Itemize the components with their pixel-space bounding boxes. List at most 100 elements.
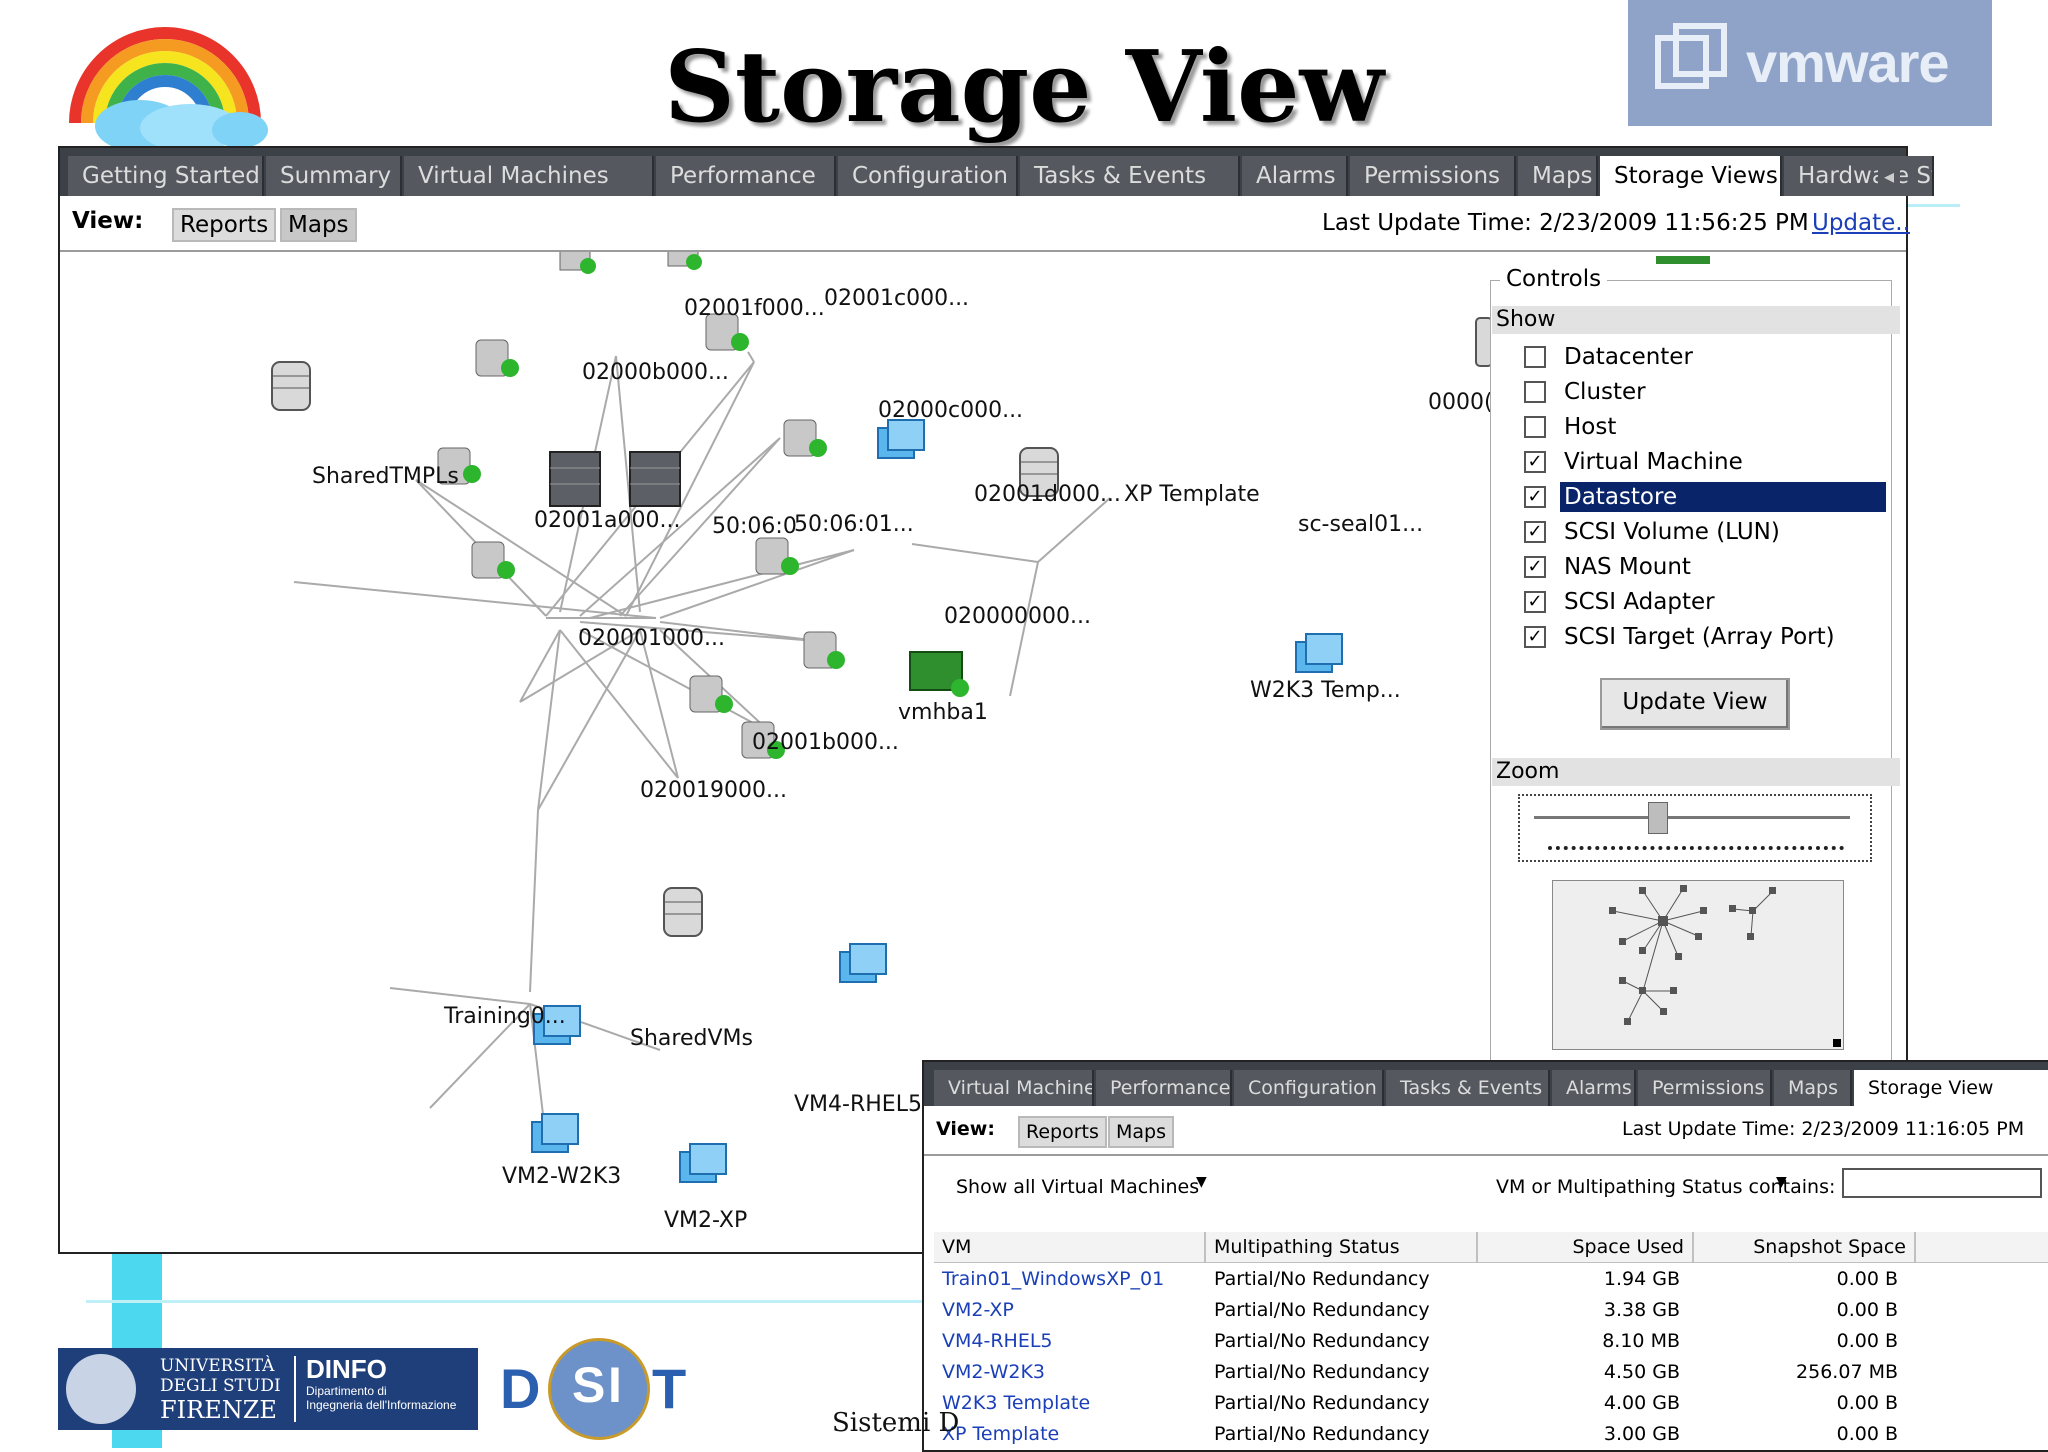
vm-link[interactable]: Train01_WindowsXP_01 — [942, 1268, 1165, 1290]
update-link[interactable]: Update.. — [1812, 210, 1910, 236]
node-label[interactable]: 02001b000... — [752, 730, 899, 755]
vm-node[interactable] — [679, 1143, 727, 1183]
vm-link[interactable]: XP Template — [942, 1423, 1060, 1445]
node-label[interactable]: 02001f000... — [684, 296, 825, 321]
node-label[interactable]: 02000b000... — [582, 360, 729, 385]
tab-maps[interactable]: Maps — [1774, 1070, 1852, 1106]
node-label[interactable]: vmhba1 — [898, 700, 988, 725]
column-header-multipathing[interactable]: Multipathing Status — [1206, 1232, 1478, 1262]
checkbox-box[interactable] — [1524, 346, 1546, 368]
vm-node[interactable] — [839, 943, 887, 983]
node-label[interactable]: 0000( — [1428, 390, 1493, 415]
show-virtual-machine-checkbox[interactable]: ✓Virtual Machine — [1524, 447, 1894, 477]
tab-storage-view[interactable]: Storage View — [1854, 1070, 2048, 1106]
node-label[interactable]: VM2-W2K3 — [502, 1164, 622, 1189]
show-datacenter-checkbox[interactable]: Datacenter — [1524, 342, 1894, 372]
reports-button[interactable]: Reports — [172, 208, 277, 242]
vm-link[interactable]: VM2-XP — [942, 1299, 1014, 1321]
vm-link[interactable]: VM4-RHEL5 — [942, 1330, 1053, 1352]
check-icon[interactable]: ✓ — [1524, 451, 1546, 473]
node-label[interactable]: 020019000... — [640, 778, 787, 803]
vm-link[interactable]: W2K3 Template — [942, 1392, 1091, 1414]
node-label[interactable]: Training0... — [444, 1004, 566, 1029]
show-cluster-checkbox[interactable]: Cluster — [1524, 377, 1894, 407]
node-label[interactable]: 02000c000... — [878, 398, 1024, 423]
zoom-slider[interactable] — [1518, 794, 1872, 862]
vm-node[interactable] — [531, 1113, 579, 1153]
column-header-space-used[interactable]: Space Used — [1478, 1232, 1694, 1262]
lun-node[interactable] — [741, 721, 785, 759]
show-filter-dropdown[interactable]: Show all Virtual Machines — [956, 1176, 1200, 1198]
lun-node[interactable] — [803, 631, 845, 669]
datastore-node[interactable] — [1475, 317, 1492, 367]
tab-configuration[interactable]: Configuration — [1234, 1070, 1384, 1106]
datastore-node[interactable] — [663, 887, 703, 937]
node-label[interactable]: 50:06:0 — [712, 514, 797, 539]
lun-node[interactable] — [783, 419, 827, 457]
tab-alarms[interactable]: Alarms — [1242, 156, 1348, 196]
lun-node[interactable] — [559, 252, 596, 274]
node-label[interactable]: VM2-XP — [664, 1208, 748, 1233]
show-host-checkbox[interactable]: Host — [1524, 412, 1894, 442]
tab-scroll-left-icon[interactable]: ◂ — [1878, 162, 1900, 190]
tab-summary[interactable]: Summary — [266, 156, 402, 196]
tab-virtual-machines[interactable]: Virtual Machines — [934, 1070, 1094, 1106]
node-label[interactable]: W2K3 Temp... — [1250, 678, 1401, 703]
node-label[interactable]: SharedTMPLs — [312, 464, 459, 489]
lun-node[interactable] — [689, 675, 733, 713]
node-label[interactable]: 020001000... — [578, 626, 725, 651]
tab-tasks-events[interactable]: Tasks & Events — [1386, 1070, 1550, 1106]
tab-performance[interactable]: Performance — [1096, 1070, 1232, 1106]
tab-maps[interactable]: Maps — [1518, 156, 1598, 196]
tab-hardware-status[interactable]: Hardware St — [1784, 156, 1934, 196]
show-scsi-adapter-checkbox[interactable]: ✓SCSI Adapter — [1524, 587, 1894, 617]
lun-node[interactable] — [667, 252, 702, 270]
vm-link[interactable]: VM2-W2K3 — [942, 1361, 1045, 1383]
show-scsi-target-checkbox[interactable]: ✓SCSI Target (Array Port) — [1524, 622, 1894, 652]
lun-node[interactable] — [471, 541, 515, 579]
check-icon[interactable]: ✓ — [1524, 521, 1546, 543]
lun-node[interactable] — [437, 447, 481, 485]
map-overview-thumbnail[interactable] — [1552, 880, 1844, 1050]
tab-performance[interactable]: Performance — [656, 156, 836, 196]
lun-node[interactable] — [705, 313, 749, 351]
vm-template-node[interactable] — [1295, 633, 1343, 673]
node-label[interactable]: VM4-RHEL5 — [794, 1092, 922, 1117]
storage-map-canvas[interactable] — [60, 252, 1492, 1250]
checkbox-box[interactable] — [1524, 381, 1546, 403]
datastore-node[interactable] — [271, 361, 311, 411]
vm-template-node[interactable] — [877, 419, 925, 459]
tab-virtual-machines[interactable]: Virtual Machines — [404, 156, 654, 196]
maps-button[interactable]: Maps — [280, 208, 357, 242]
show-nas-mount-checkbox[interactable]: ✓NAS Mount — [1524, 552, 1894, 582]
check-icon[interactable]: ✓ — [1524, 556, 1546, 578]
array-port-node[interactable] — [629, 451, 681, 507]
reports-button[interactable]: Reports — [1018, 1116, 1107, 1148]
node-label[interactable]: SharedVMs — [630, 1026, 753, 1051]
check-icon[interactable]: ✓ — [1524, 591, 1546, 613]
zoom-slider-thumb[interactable] — [1648, 802, 1668, 834]
column-header-vm[interactable]: VM — [934, 1232, 1206, 1262]
show-datastore-checkbox[interactable]: ✓Datastore — [1524, 482, 1894, 512]
node-label[interactable]: 020000000... — [944, 604, 1091, 629]
check-icon[interactable]: ✓ — [1524, 626, 1546, 648]
lun-node[interactable] — [755, 537, 799, 575]
node-label[interactable]: sc-seal01... — [1298, 512, 1424, 537]
zoom-slider-track[interactable] — [1534, 816, 1850, 819]
tab-tasks-events[interactable]: Tasks & Events — [1020, 156, 1240, 196]
maps-button[interactable]: Maps — [1108, 1116, 1174, 1148]
tab-storage-views[interactable]: Storage Views — [1600, 156, 1782, 196]
dropdown-arrow-icon[interactable]: ▼ — [1196, 1174, 1207, 1190]
check-icon[interactable]: ✓ — [1524, 486, 1546, 508]
column-header-snapshot-space[interactable]: Snapshot Space — [1694, 1232, 1916, 1262]
vm-node[interactable] — [533, 1005, 581, 1045]
tab-permissions[interactable]: Permissions — [1638, 1070, 1772, 1106]
node-label[interactable]: 02001d000... — [974, 482, 1121, 507]
scsi-adapter-node[interactable] — [909, 651, 969, 697]
